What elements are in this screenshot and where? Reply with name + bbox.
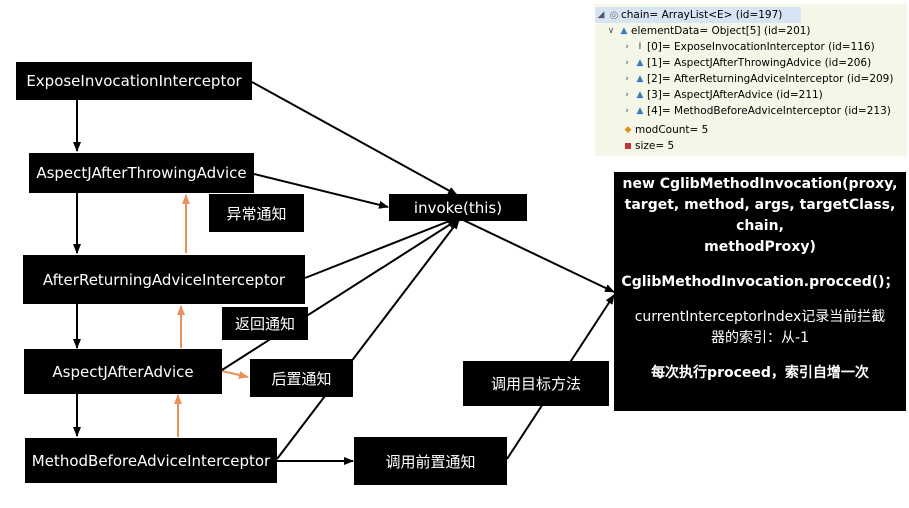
label-after-notice: 后置通知: [250, 359, 353, 397]
protected-field-icon: ◆: [624, 125, 632, 135]
arrow-returning-to-invoke: [304, 217, 458, 279]
label-call-before-notice: 调用前置通知: [354, 437, 507, 485]
info-line-4: CglibMethodInvocation.procced()；: [621, 274, 899, 290]
debug-row-item-4[interactable]: › ▲ [4]= MethodBeforeAdviceInterceptor (…: [621, 103, 891, 119]
arrow-before-to-invoke: [276, 219, 460, 460]
debug-row-item-3[interactable]: › ▲ [3]= AspectJAfterAdvice (id=211): [621, 87, 823, 103]
triangle-field-icon: ▲: [636, 90, 644, 100]
info-line-1: new CglibMethodInvocation(proxy,: [622, 176, 898, 192]
chevron-right-icon[interactable]: ›: [625, 58, 629, 68]
info-line-6: 器的索引：从-1: [711, 330, 809, 346]
debug-row-item-2[interactable]: › ▲ [2]= AfterReturningAdviceInterceptor…: [621, 71, 893, 87]
info-panel: new CglibMethodInvocation(proxy, target,…: [614, 172, 906, 411]
expand-toggle-icon[interactable]: ◢: [597, 10, 605, 20]
cursor-icon: I: [638, 42, 642, 52]
debug-row-element-data[interactable]: ∨ ▲ elementData= Object[5] (id=201): [605, 23, 811, 39]
chevron-right-icon[interactable]: ›: [625, 90, 629, 100]
info-line-7: 每次执行proceed，索引自增一次: [651, 365, 869, 381]
info-line-3: methodProxy): [704, 239, 816, 255]
debug-row-chain[interactable]: ◢ ◎ chain= ArrayList<E> (id=197): [595, 7, 801, 23]
debug-size-label: size= 5: [635, 140, 675, 152]
debug-chain-label: chain= ArrayList<E> (id=197): [621, 9, 783, 21]
debug-item-label: [2]= AfterReturningAdviceInterceptor (id…: [647, 73, 894, 85]
label-call-target-method: 调用目标方法: [463, 361, 609, 406]
info-line-5: currentInterceptorIndex记录当前拦截: [634, 309, 886, 325]
node-aspectj-after-throwing-advice: AspectJAfterThrowingAdvice: [29, 153, 254, 193]
triangle-field-icon: ▲: [636, 74, 644, 84]
node-method-before-advice-interceptor: MethodBeforeAdviceInterceptor: [25, 438, 277, 483]
debug-item-label: [1]= AspectJAfterThrowingAdvice (id=206): [647, 57, 872, 69]
debug-row-item-0[interactable]: › I [0]= ExposeInvocationInterceptor (id…: [621, 39, 875, 55]
chevron-down-icon[interactable]: ∨: [607, 26, 615, 36]
debug-item-label: [3]= AspectJAfterAdvice (id=211): [647, 89, 823, 101]
debug-row-item-1[interactable]: › ▲ [1]= AspectJAfterThrowingAdvice (id=…: [621, 55, 871, 71]
orange-arrow-to-after-notice: [221, 370, 249, 379]
debug-row-size[interactable]: size= 5: [621, 138, 674, 154]
debug-item-label: [0]= ExposeInvocationInterceptor (id=116…: [647, 41, 875, 53]
field-icon: ◎: [609, 9, 619, 21]
node-after-returning-advice-interceptor: AfterReturningAdviceInterceptor: [23, 255, 305, 304]
node-invoke-this: invoke(this): [389, 194, 527, 221]
arrow-after-to-invoke: [221, 219, 458, 371]
debug-row-mod-count[interactable]: ◆ modCount= 5: [621, 122, 709, 138]
info-line-2: target, method, args, targetClass, chain…: [624, 197, 896, 234]
triangle-field-icon: ▲: [636, 58, 644, 68]
chevron-right-icon[interactable]: ›: [625, 106, 629, 116]
arrow-expose-to-invoke: [251, 81, 458, 196]
label-return-notice: 返回通知: [222, 307, 308, 340]
chevron-right-icon[interactable]: ›: [625, 42, 629, 52]
debugger-variables-panel: ◢ ◎ chain= ArrayList<E> (id=197) ∨ ▲ ele…: [595, 4, 907, 156]
arrow-invoke-to-info: [458, 217, 615, 293]
node-expose-invocation-interceptor: ExposeInvocationInterceptor: [16, 62, 252, 100]
arrow-throwing-to-invoke: [253, 173, 389, 209]
triangle-field-icon: ▲: [636, 106, 644, 116]
debug-item-label: [4]= MethodBeforeAdviceInterceptor (id=2…: [647, 105, 891, 117]
debug-element-data-label: elementData= Object[5] (id=201): [631, 25, 811, 37]
label-exception-notice: 异常通知: [209, 194, 304, 232]
private-field-icon: [621, 140, 635, 152]
chevron-right-icon[interactable]: ›: [625, 74, 629, 84]
debug-mod-count-label: modCount= 5: [635, 124, 709, 136]
node-aspectj-after-advice: AspectJAfterAdvice: [24, 349, 222, 394]
triangle-field-icon: ▲: [620, 26, 628, 36]
